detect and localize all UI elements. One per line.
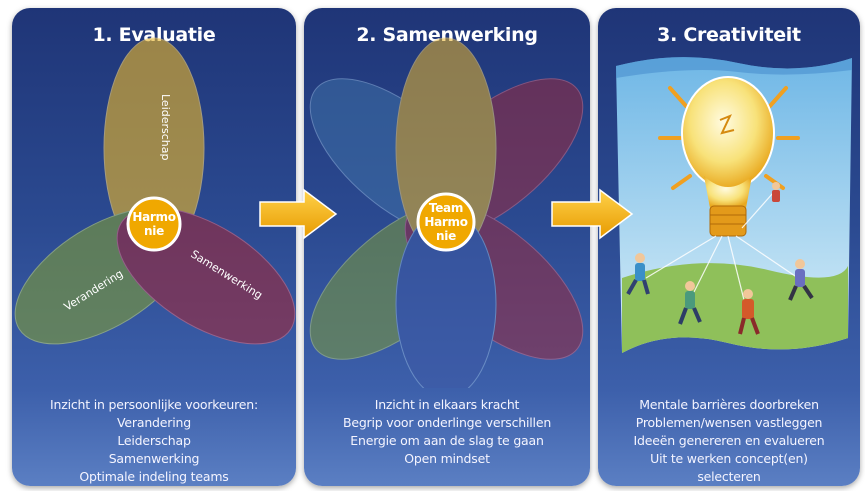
lightbulb-illustration [616,57,852,353]
bullet-item: Ideeën genereren en evalueren [633,433,825,448]
arrow-right-icon [551,188,634,240]
center-label: Harmo nie [132,210,176,238]
panel-evaluatie: 1. Evaluatie Leiderschap Verandering Sam… [12,8,296,486]
person-2 [678,281,702,325]
person-5 [772,182,780,202]
center-circle [416,192,476,252]
pull-strings [645,192,799,309]
panel-creativiteit: 3. Creativiteit [598,8,860,486]
arrow-right-icon [259,188,338,240]
bulb-glass [681,76,775,190]
bullet-item: Mentale barrières doorbreken [639,397,819,412]
center-circle [126,196,182,252]
bullet-item: selecteren [697,469,761,484]
bullet-item: Leiderschap [117,433,191,448]
filament [719,114,735,135]
bullet-item: Energie om aan de slag te gaan [350,433,544,448]
petal-label-leiderschap: Leiderschap [159,94,172,161]
bullet-item: Uit te werken concept(en) [650,451,808,466]
venn-diagram-samenwerking [309,37,584,388]
bulb-neck [704,176,752,208]
person-figures [626,182,814,335]
panel-title: 1. Evaluatie [92,24,216,46]
bullet-item: Inzicht in elkaars kracht [374,397,520,412]
venn-diagram-evaluatie: Leiderschap Verandering Samenwerking [14,37,296,345]
bullet-item: Begrip voor onderlinge verschillen [342,415,552,430]
ground [622,263,848,353]
bullet-item: Inzicht in persoonlijke voorkeuren: [50,397,258,412]
bullet-item: Optimale indeling teams [79,469,229,484]
bullet-list: Mentale barrières doorbreken Problemen/w… [598,396,860,486]
bulb-socket [709,205,747,237]
bullet-item: Problemen/wensen vastleggen [635,415,823,430]
bullet-item: Open mindset [404,451,490,466]
banner-top-fold [616,57,852,78]
panel-samenwerking: 2. Samenwerking Team Harmo nie Inzicht i… [304,8,590,486]
bullet-item: Samenwerking [108,451,200,466]
person-4 [788,259,814,301]
bullet-list: Inzicht in elkaars kracht Begrip voor on… [304,396,590,468]
panel-title: 2. Samenwerking [356,24,538,46]
center-label: Team Harmo nie [424,201,468,243]
bullet-list: Inzicht in persoonlijke voorkeuren: Vera… [12,396,296,486]
light-rays [658,86,800,190]
person-1 [626,253,650,295]
person-3 [738,289,760,335]
panel-title: 3. Creativiteit [657,24,801,46]
bullet-item: Verandering [117,415,191,430]
